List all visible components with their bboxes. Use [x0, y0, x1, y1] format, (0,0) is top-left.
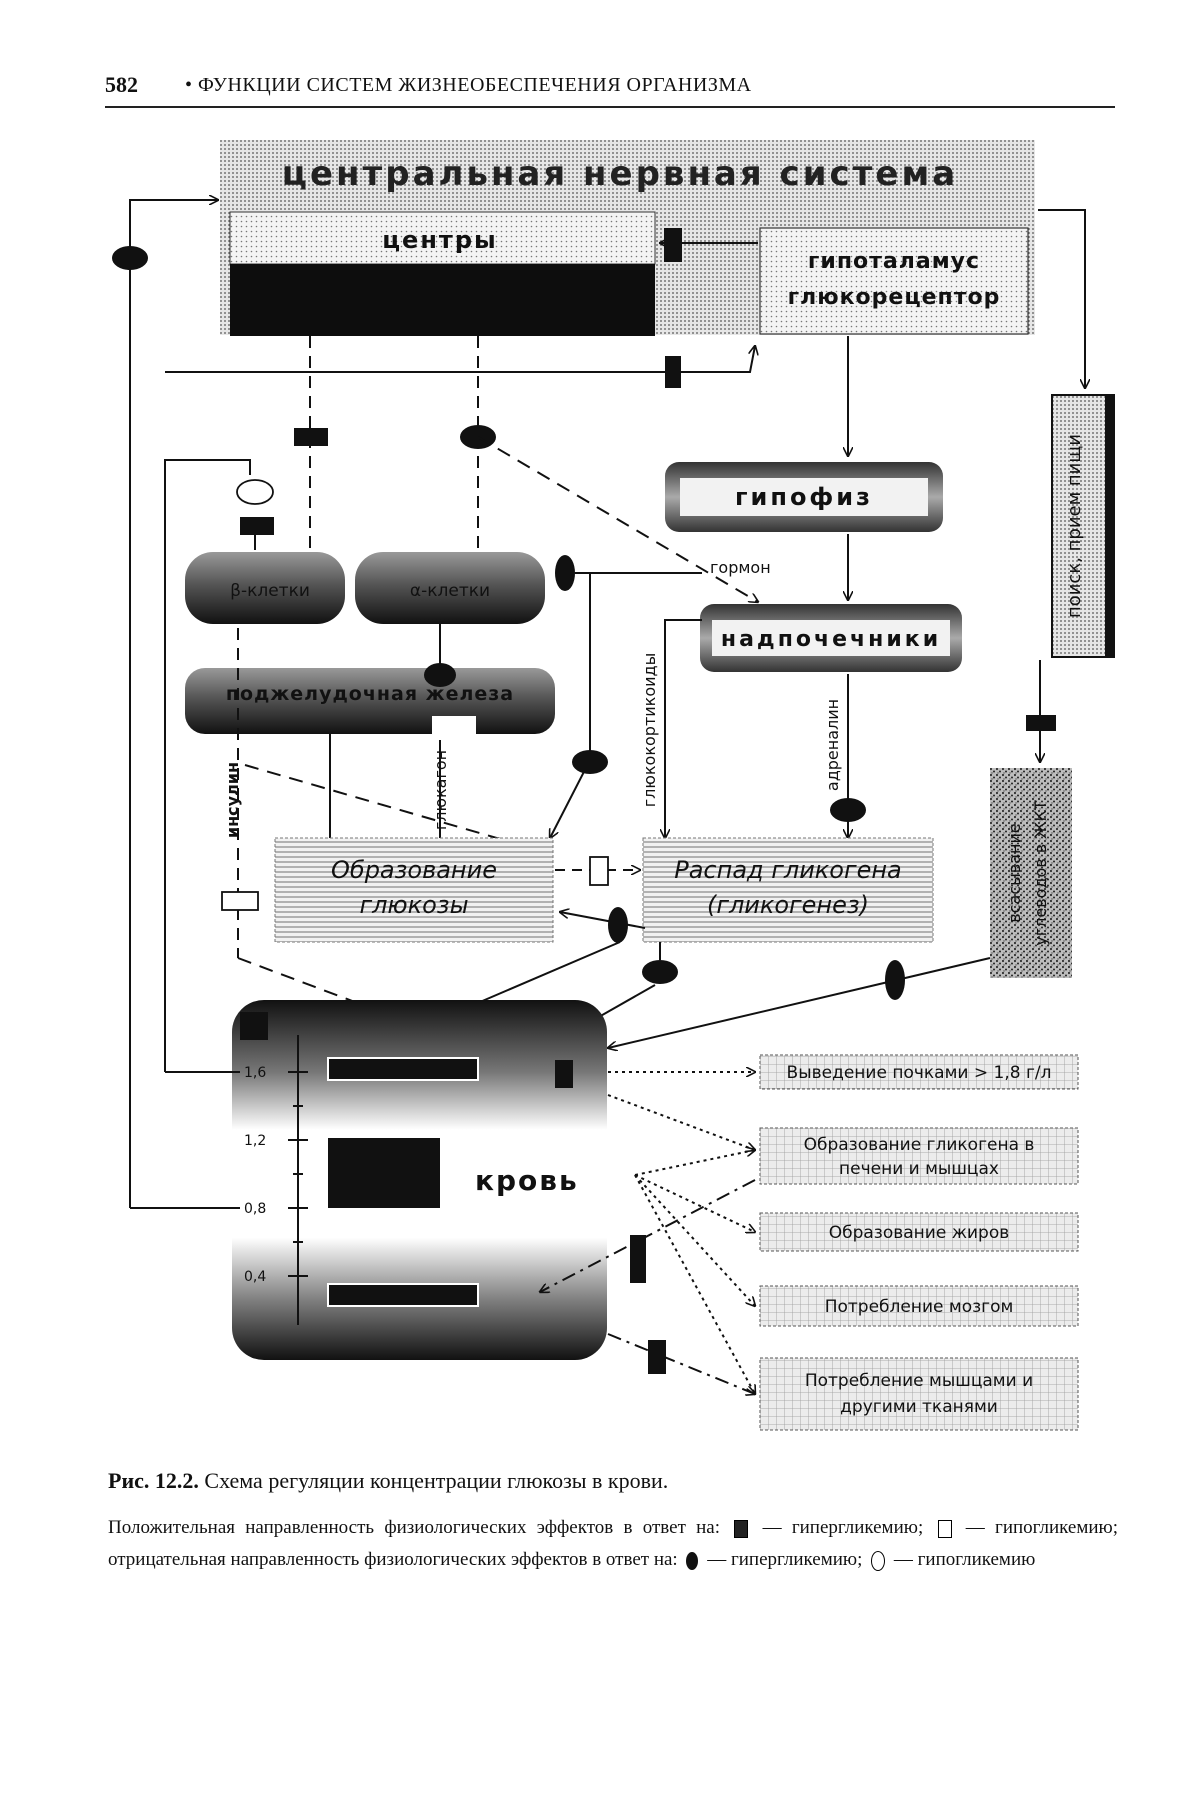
- marker-empty-square: [589, 856, 609, 886]
- alpha-cells-box: [355, 552, 545, 624]
- gluconeogenesis-box: [274, 837, 554, 943]
- header-separator: •: [185, 74, 193, 96]
- marker-filled-square: [664, 228, 682, 262]
- food-intake-label: поиск, прием пищи: [1064, 434, 1085, 618]
- output-label: Выведение почками > 1,8 г/л: [787, 1063, 1052, 1083]
- scale-tick-label: 0,8: [244, 1201, 266, 1217]
- legend-hypo-2: — гипогликемию: [893, 1549, 1036, 1570]
- output-box: Потребление мозгом: [759, 1285, 1079, 1327]
- output-label: Потребление мозгом: [825, 1297, 1014, 1317]
- hypothalamus-box: [759, 227, 1029, 335]
- marker-filled-oval: [885, 960, 905, 1000]
- legend-empty-oval-symbol: [871, 1550, 886, 1571]
- legend-hypo-1: — гипогликемию; отрицательная направленн…: [108, 1517, 1118, 1570]
- output-label: Образование гликогена в: [804, 1135, 1035, 1155]
- legend-hyper-2: — гипергликемию;: [707, 1549, 863, 1570]
- blood-label: кровь: [475, 1164, 579, 1197]
- marker-filled-oval: [642, 960, 678, 984]
- beta-cells-label: β-клетки: [230, 581, 310, 601]
- gluconeogenesis-label-1: Образование: [331, 856, 497, 884]
- marker-filled-square: [630, 1235, 646, 1283]
- scale-tick-label: 1,2: [244, 1133, 266, 1149]
- blood-scale: 1,6 1,2 0,8 0,4: [244, 1065, 308, 1285]
- legend-filled-square-symbol: [734, 1519, 749, 1538]
- pituitary-label: гипофиз: [735, 483, 873, 511]
- marker-filled-square: [648, 1340, 666, 1374]
- marker-filled-square: [665, 356, 681, 388]
- header-title-text: ФУНКЦИИ СИСТЕМ ЖИЗНЕОБЕСПЕЧЕНИЯ ОРГАНИЗМ…: [198, 74, 752, 96]
- centers-dark-band: [230, 264, 655, 336]
- insulin-label: инсулин: [223, 762, 242, 838]
- absorption-box: [990, 768, 1072, 978]
- absorption-label-2: углеводов в ЖКТ: [1031, 800, 1050, 946]
- glucocorticoids-label: глюкокортикоиды: [640, 653, 659, 807]
- glycogenolysis-label-2: (гликогенез): [707, 891, 869, 919]
- hormone-label: гормон: [710, 558, 771, 577]
- blood-center-block: [328, 1138, 440, 1208]
- legend-part-1: Положительная направленность физиологиче…: [108, 1517, 721, 1538]
- output-box: Образование жиров: [759, 1212, 1079, 1252]
- cns-label: центральная нервная система: [282, 154, 958, 194]
- caption-text: Схема регуляции концентрации глюкозы в к…: [204, 1468, 669, 1493]
- marker-filled-oval: [608, 907, 628, 943]
- absorption-label-1: всасывание: [1005, 823, 1024, 922]
- hypothalamus-label-1: гипоталамус: [808, 249, 980, 274]
- gluconeogenesis-label-2: глюкозы: [359, 891, 468, 919]
- marker-filled-oval: [424, 663, 456, 687]
- food-intake-box: [1051, 394, 1115, 658]
- adrenaline-label: адреналин: [823, 699, 842, 791]
- page-number: 582: [105, 72, 138, 97]
- centers-label: центры: [382, 226, 497, 254]
- marker-filled-square: [1026, 715, 1056, 731]
- scale-tick-label: 0,4: [244, 1269, 266, 1285]
- output-label: другими тканями: [840, 1397, 998, 1417]
- marker-filled-oval: [572, 750, 608, 774]
- pancreas-label: поджелудочная железа: [226, 683, 514, 705]
- scale-tick-label: 1,6: [244, 1065, 266, 1081]
- marker-filled-oval: [830, 798, 866, 822]
- glycogenolysis-label-1: Распад гликогена: [674, 856, 902, 884]
- glucagon-label: глюкагон: [431, 750, 450, 830]
- glycogenolysis-box: [642, 837, 934, 943]
- marker-filled-oval: [112, 246, 148, 270]
- legend-empty-square-symbol: [937, 1519, 952, 1538]
- figure-caption: Рис. 12.2. Схема регуляции концентрации …: [108, 1468, 1118, 1494]
- output-label: Образование жиров: [829, 1223, 1010, 1243]
- page-header: 582 • ФУНКЦИИ СИСТЕМ ЖИЗНЕОБЕСПЕЧЕНИЯ ОР…: [105, 70, 1115, 108]
- output-box: Выведение почками > 1,8 г/л: [759, 1054, 1079, 1090]
- alpha-cells-label: α-клетки: [410, 581, 490, 601]
- marker-filled-oval: [555, 555, 575, 591]
- marker-empty-oval: [236, 479, 274, 505]
- centers-box: [229, 211, 656, 265]
- output-label: печени и мышцах: [839, 1159, 999, 1179]
- hypothalamus-label-2: глюкорецептор: [788, 285, 1001, 310]
- marker-empty-square: [221, 891, 259, 911]
- marker-filled-square: [294, 428, 328, 446]
- output-box: Образование гликогена в печени и мышцах: [759, 1127, 1079, 1185]
- legend-filled-oval-symbol: [686, 1551, 699, 1570]
- output-box: Потребление мышцами и другими тканями: [759, 1357, 1079, 1431]
- figure-legend: Положительная направленность физиологиче…: [108, 1512, 1118, 1576]
- output-label: Потребление мышцами и: [805, 1371, 1033, 1391]
- running-title: • ФУНКЦИИ СИСТЕМ ЖИЗНЕОБЕСПЕЧЕНИЯ ОРГАНИ…: [185, 74, 752, 97]
- adrenals-label: надпочечники: [721, 627, 941, 652]
- beta-cells-box: [185, 552, 345, 624]
- legend-hyper-1: — гипергликемию;: [762, 1517, 924, 1538]
- marker-filled-square: [240, 517, 274, 535]
- caption-label: Рис. 12.2.: [108, 1468, 199, 1493]
